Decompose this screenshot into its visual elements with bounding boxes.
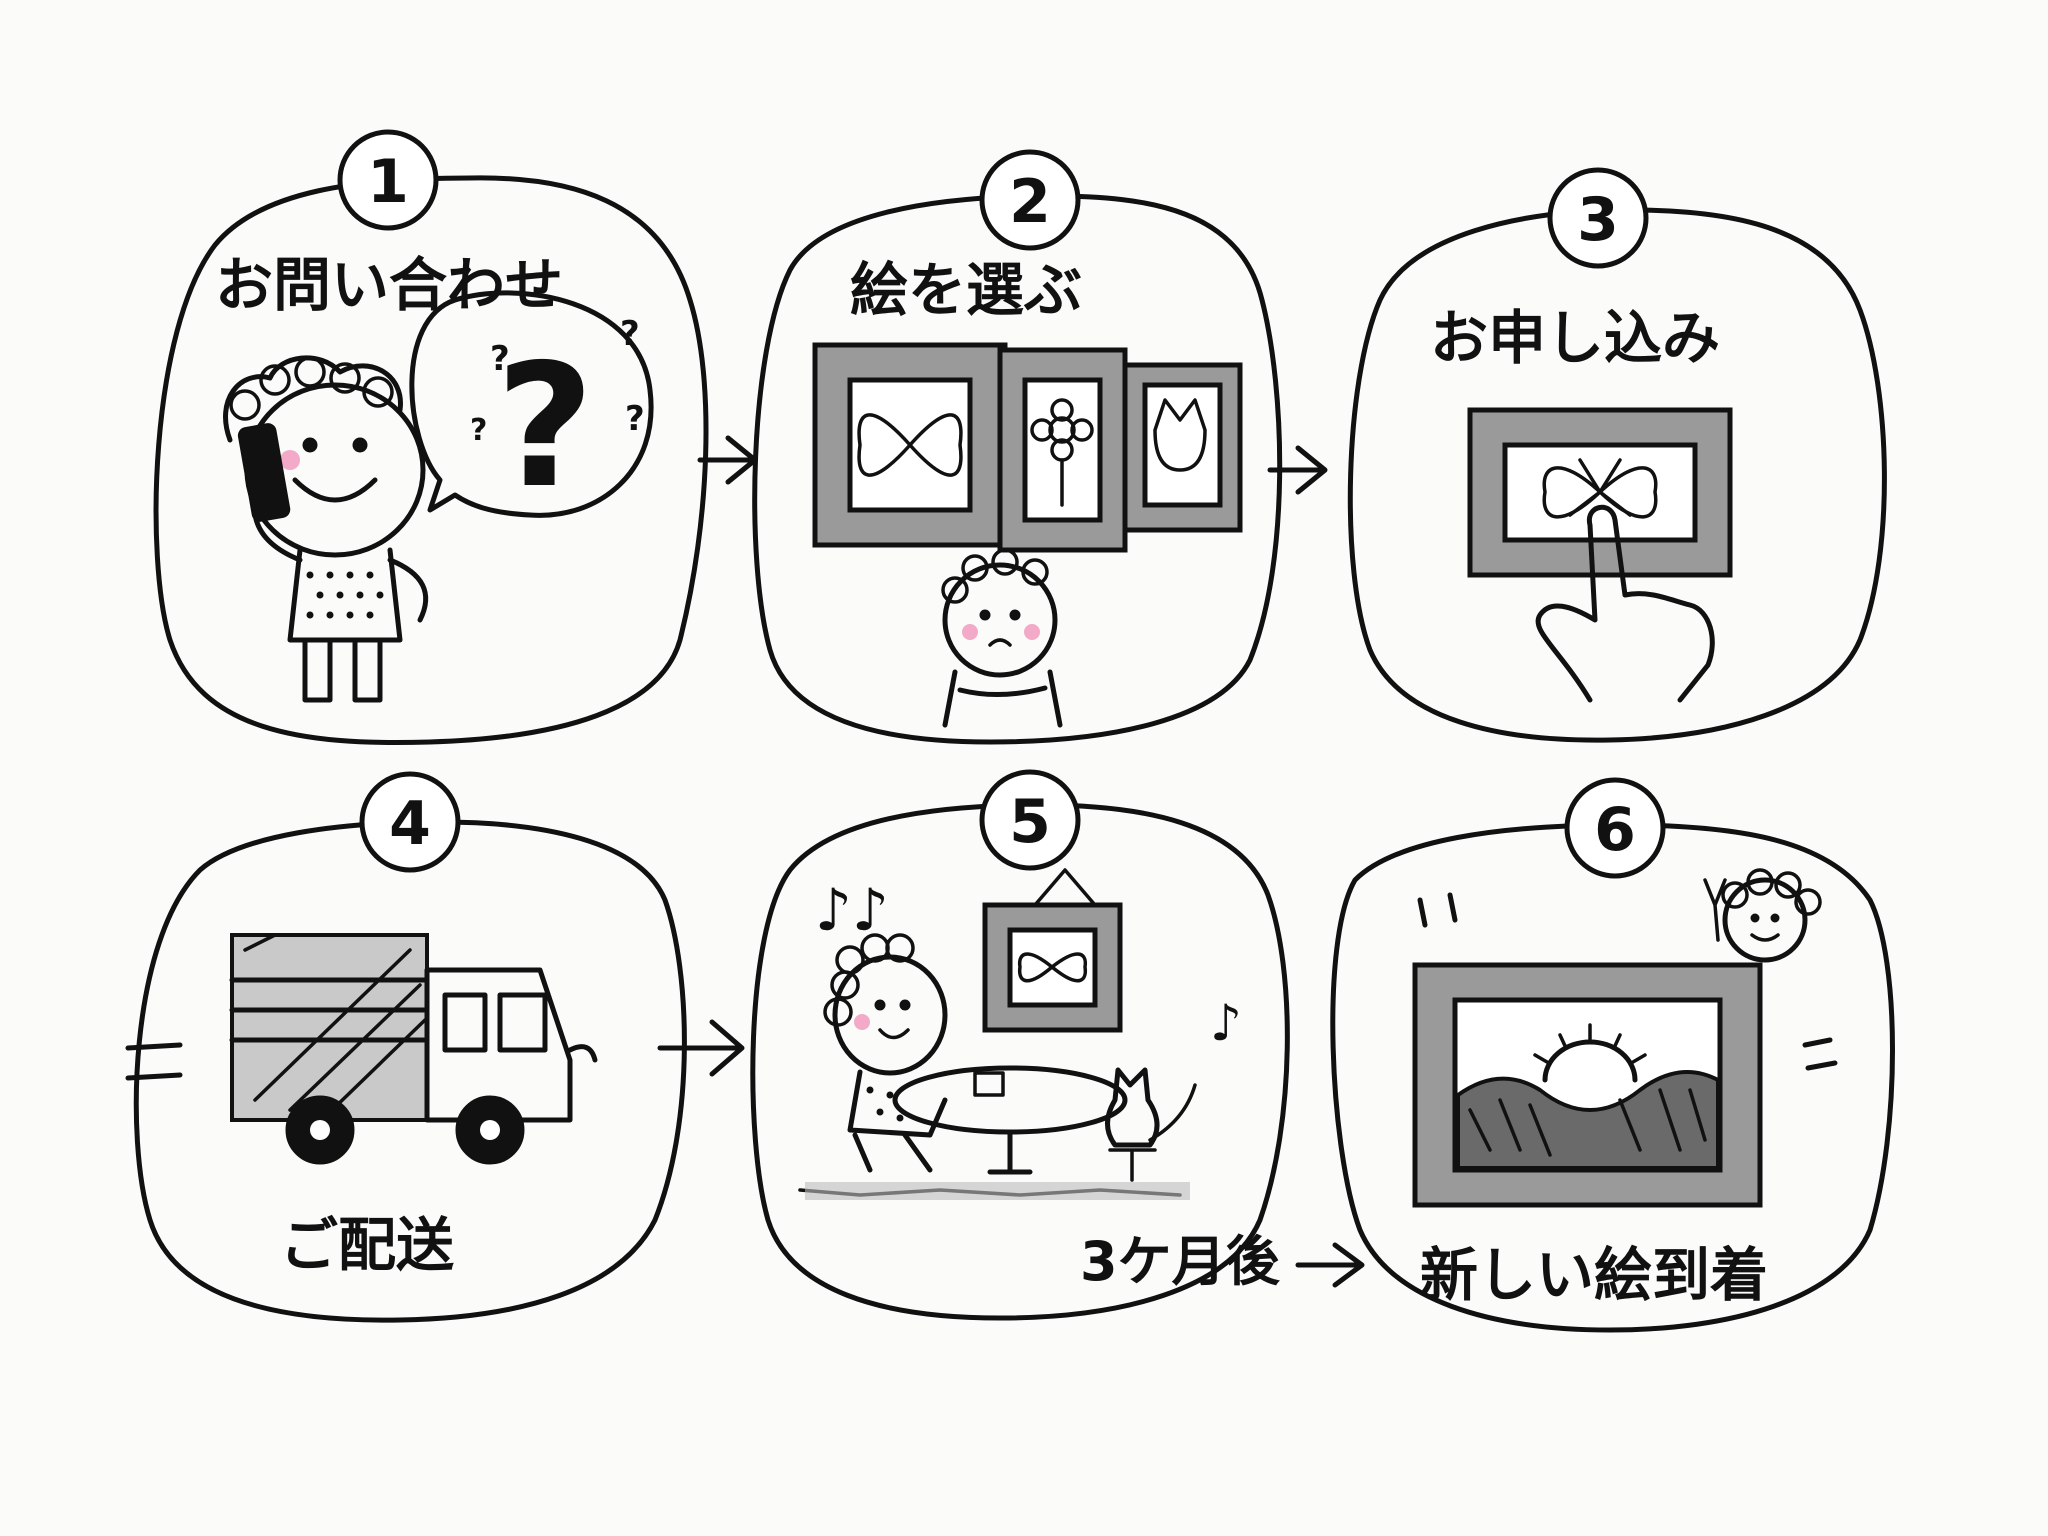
svg-text:?: ?	[625, 399, 645, 439]
svg-text:♪♪: ♪♪	[815, 876, 889, 944]
step-2-number-circle	[979, 149, 1081, 251]
person-phone-question-icon	[223, 355, 429, 703]
svg-text:?: ?	[620, 314, 640, 354]
step-6: 6 新しい絵到着	[1330, 777, 1895, 1333]
step-4-label: ご配送	[280, 1211, 454, 1279]
tap-picture-icon	[1467, 407, 1733, 703]
connector-5-6-label: 3ケ月後	[1080, 1230, 1281, 1293]
new-landscape-picture-icon	[1412, 868, 1838, 1208]
svg-text:♪: ♪	[1210, 994, 1242, 1052]
step-1-number-circle	[337, 129, 439, 231]
step-4: 4 ご配送	[125, 771, 687, 1323]
step-4-number-circle	[359, 771, 461, 873]
step-3-number-circle	[1547, 167, 1649, 269]
step-1-number: 1	[367, 147, 409, 217]
step-2: 2 絵を選ぶ	[752, 149, 1283, 745]
step-5: 5 ♪♪ ♪	[750, 769, 1290, 1321]
step-1-label: お問い合わせ	[215, 251, 563, 319]
step-1-blob	[153, 175, 709, 746]
step-1: 1 お問い合わせ	[153, 129, 709, 746]
svg-text:?: ?	[496, 328, 595, 526]
step-6-number-circle	[1564, 777, 1666, 879]
question-bubble-icon: ? ? ? ? ?	[409, 290, 654, 526]
step-3-label: お申し込み	[1430, 304, 1720, 372]
picture-on-wall-tea-icon: ♪♪ ♪	[798, 868, 1242, 1200]
step-6-label: 新しい絵到着	[1420, 1241, 1768, 1309]
step-3-number: 3	[1577, 185, 1619, 255]
step-4-number: 4	[389, 789, 431, 859]
step-6-number: 6	[1594, 795, 1636, 865]
step-2-label: 絵を選ぶ	[850, 256, 1082, 324]
svg-text:?: ?	[490, 339, 510, 379]
step-5-number-circle	[979, 769, 1081, 871]
arrow-4-5	[657, 1019, 745, 1077]
svg-text:?: ?	[470, 413, 487, 448]
connector-5-6: 3ケ月後	[1080, 1230, 1365, 1293]
arrow-2-3	[1267, 445, 1328, 495]
step-3: 3 お申し込み	[1347, 167, 1887, 743]
framed-pictures-icon	[812, 342, 1243, 728]
delivery-truck-icon	[125, 933, 598, 1165]
step-2-number: 2	[1009, 167, 1051, 237]
step-5-number: 5	[1009, 787, 1051, 857]
